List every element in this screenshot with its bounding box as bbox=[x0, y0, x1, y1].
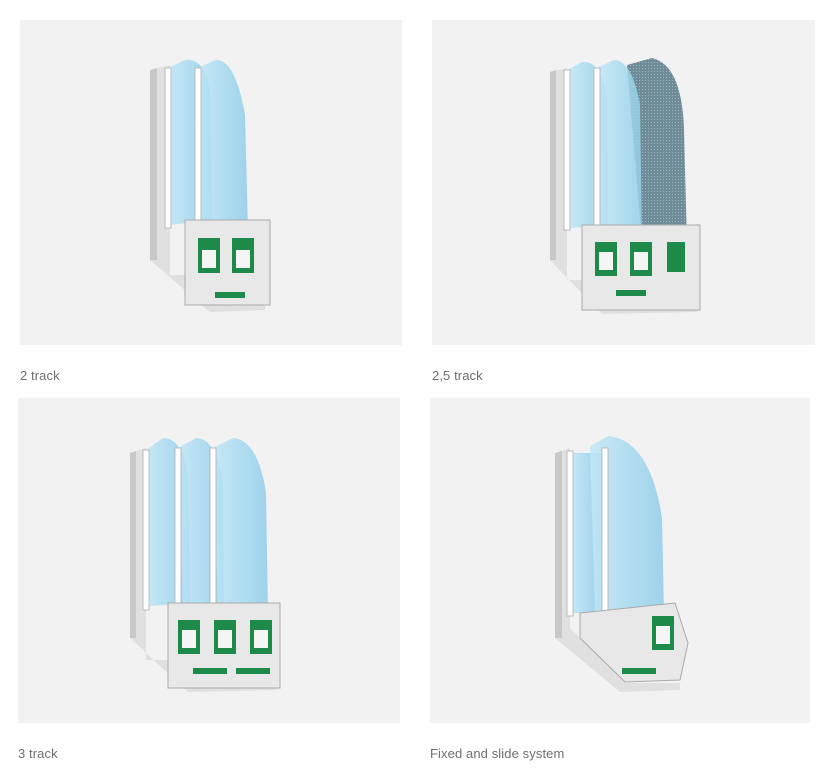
product-caption[interactable]: 3 track bbox=[18, 746, 58, 761]
product-caption[interactable]: 2 track bbox=[20, 368, 60, 383]
product-image-2-track[interactable] bbox=[20, 20, 402, 345]
product-image-fixed-and-slide[interactable] bbox=[430, 398, 810, 723]
product-image-3-track[interactable] bbox=[18, 398, 400, 723]
product-image-2-5-track[interactable] bbox=[432, 20, 815, 345]
product-caption[interactable]: Fixed and slide system bbox=[430, 746, 565, 761]
product-caption[interactable]: 2,5 track bbox=[432, 368, 483, 383]
